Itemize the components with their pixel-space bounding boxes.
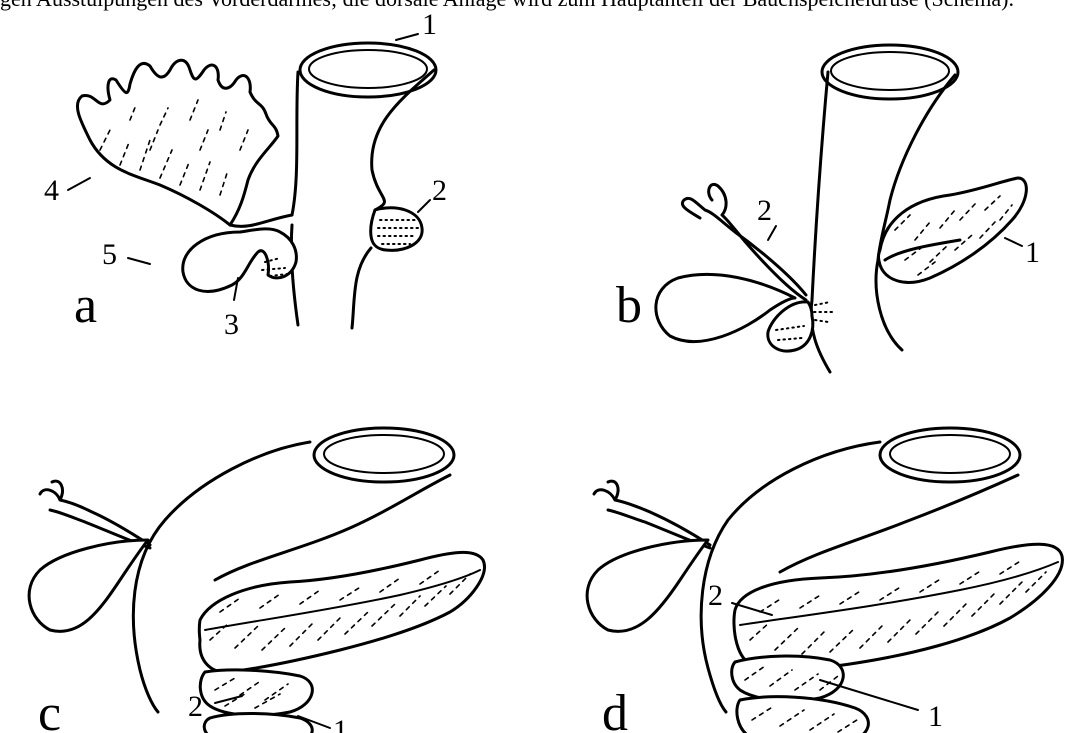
foregut-lumen-inner-b: [831, 52, 949, 90]
label-b-1: 1: [1025, 236, 1040, 269]
label-a-5: 5: [102, 238, 117, 271]
uncinate-d: [737, 697, 868, 733]
liver-stalk-d: [594, 481, 710, 548]
label-a-1: 1: [422, 8, 437, 41]
panel-b: 1 2 b: [616, 45, 1040, 372]
dorsal-pancreas-bud: [371, 208, 422, 251]
panel-d: 2 1 d: [587, 428, 1062, 733]
label-d-2: 2: [708, 579, 723, 612]
label-d-1: 1: [928, 700, 943, 733]
label-c-2: 2: [188, 690, 203, 723]
label-a-4: 4: [44, 174, 59, 207]
gallbladder-d: [587, 540, 708, 631]
pancreas-body-d: [734, 544, 1062, 669]
liver-bud: [77, 60, 278, 225]
panel-c: 2 1 c: [29, 428, 484, 733]
dorsal-pancreas-b: [879, 178, 1027, 282]
panel-label-d: d: [602, 685, 628, 733]
panel-label-a: a: [74, 277, 97, 334]
label-b-2: 2: [757, 194, 772, 227]
panel-label-b: b: [616, 277, 642, 334]
liver-stalk-c: [40, 481, 150, 548]
duodenum-lumen-inner-c: [324, 435, 444, 473]
panel-label-c: c: [38, 685, 61, 733]
label-c-1: 1: [333, 714, 348, 733]
pancreas-body-c: [199, 552, 484, 672]
foregut-lumen-inner: [309, 50, 427, 88]
gallbladder-c: [29, 540, 148, 631]
label-a-2: 2: [432, 174, 447, 207]
duodenum-lumen-inner-d: [890, 435, 1010, 473]
uncinate-c: [204, 714, 312, 733]
gallbladder-bud: [183, 229, 297, 292]
ventral-pancreas-b: [768, 302, 813, 351]
pancreas-head-c: [200, 670, 312, 715]
label-a-3: 3: [224, 308, 239, 341]
liver-stalk: [230, 215, 292, 226]
panel-a: 1 2 3 4 5 a: [44, 8, 447, 341]
foregut-tube: [291, 70, 434, 328]
